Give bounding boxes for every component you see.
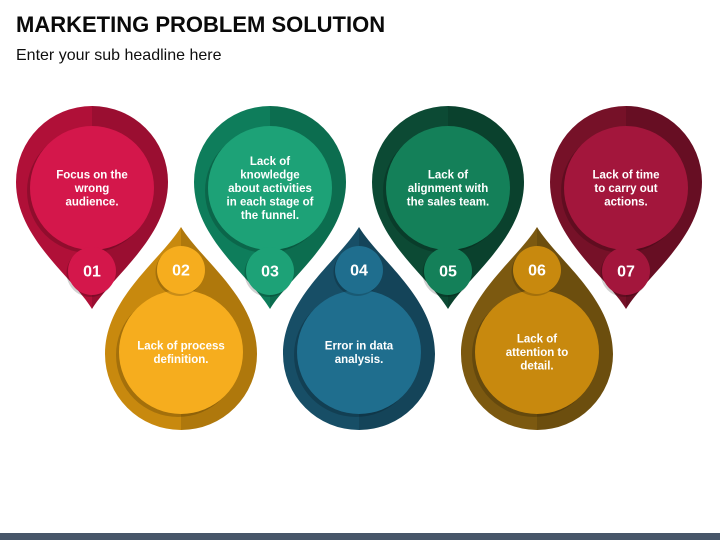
- pin-number: 01: [83, 264, 101, 281]
- pin-label-line: attention to: [506, 347, 569, 359]
- pin-number: 06: [528, 263, 546, 280]
- pin-inner-circle: [119, 290, 243, 414]
- slide-title: MARKETING PROBLEM SOLUTION: [16, 12, 386, 37]
- pin-number-circle: [68, 247, 116, 295]
- pin-label-line: Lack of: [517, 334, 557, 346]
- pin-number: 04: [350, 263, 368, 280]
- pin-label-line: in each stage of: [227, 197, 314, 209]
- pin-label-line: Focus on the: [56, 170, 128, 182]
- pin-label-line: the sales team.: [407, 197, 489, 209]
- pin-label-line: Lack of: [428, 170, 468, 182]
- pin-label-line: knowledge: [240, 170, 299, 182]
- pin-number-circle: [157, 246, 205, 294]
- pin-label-line: alignment with: [408, 183, 489, 195]
- pin-label-line: detail.: [520, 361, 553, 373]
- pin-inner-circle: [564, 126, 688, 250]
- pin-inner-circle: [208, 126, 332, 250]
- pin-inner-circle: [297, 290, 421, 414]
- pin-label-line: Error in data: [325, 340, 394, 352]
- pin-label-line: wrong: [74, 183, 110, 195]
- pin-label-line: the funnel.: [241, 210, 299, 222]
- pin-label-line: actions.: [604, 197, 647, 209]
- pin-label-line: Lack of process: [137, 340, 225, 352]
- pin-label-line: analysis.: [335, 354, 384, 366]
- pin-label-line: Lack of time: [592, 170, 659, 182]
- pin-inner-circle: [30, 126, 154, 250]
- pin-label-line: audience.: [65, 197, 118, 209]
- slide-subtitle: Enter your sub headline here: [16, 47, 222, 64]
- pin-inner-circle: [475, 290, 599, 414]
- pin-number-circle: [602, 247, 650, 295]
- pin-number: 07: [617, 264, 635, 281]
- pin-label-line: to carry out: [594, 183, 657, 195]
- pin-number: 02: [172, 263, 190, 280]
- pin-label-line: about activities: [228, 183, 312, 195]
- pin-number-circle: [424, 247, 472, 295]
- footer-bar: [0, 533, 720, 540]
- pin-number-circle: [513, 246, 561, 294]
- pin-label-line: definition.: [154, 354, 209, 366]
- pin-inner-circle: [386, 126, 510, 250]
- pin-number-circle: [335, 246, 383, 294]
- pin-number: 03: [261, 264, 279, 281]
- pin-label-line: Lack of: [250, 156, 290, 168]
- pin-number: 05: [439, 264, 457, 281]
- pin-number-circle: [246, 247, 294, 295]
